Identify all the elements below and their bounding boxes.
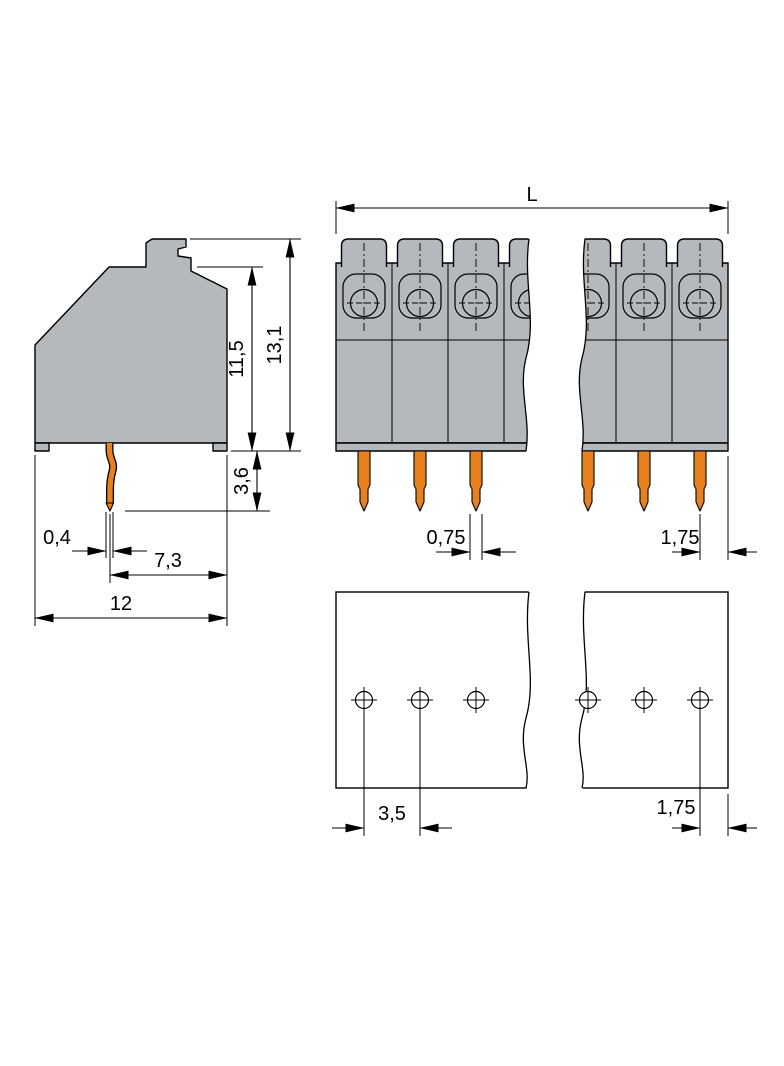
break-line xyxy=(578,238,587,452)
dim-label-total-length: L xyxy=(526,184,537,206)
break-line xyxy=(522,591,531,789)
mounting-hole xyxy=(351,687,377,713)
dim-label-total-height: 13,1 xyxy=(264,326,286,365)
terminal-body-side xyxy=(34,238,228,444)
dim-label-depth: 12 xyxy=(110,593,132,615)
solder-pin xyxy=(357,450,371,512)
side-view: 12 7,3 0,4 11,5 13,1 3,6 xyxy=(34,238,301,626)
break-line xyxy=(578,591,587,789)
mounting-hole xyxy=(575,687,601,713)
position-cap xyxy=(452,238,500,267)
solder-pin-side xyxy=(106,443,116,503)
solder-pin-tip xyxy=(105,502,115,512)
break-gap xyxy=(523,588,587,792)
solder-pin xyxy=(413,450,427,512)
position-cap xyxy=(620,238,668,267)
solder-pin xyxy=(637,450,651,512)
position-cap xyxy=(396,238,444,267)
terminal-position xyxy=(615,238,668,443)
break-gap xyxy=(523,236,587,534)
front-view: L 0,75 1,75 xyxy=(335,184,757,560)
mounting-hole xyxy=(631,687,657,713)
terminal-position xyxy=(447,238,500,443)
break-line xyxy=(522,238,531,452)
terminal-position xyxy=(391,238,444,443)
dim-label-hole-to-edge: 1,75 xyxy=(657,797,696,819)
dim-label-pin-thickness: 0,4 xyxy=(43,527,71,549)
dim-label-pin-to-edge: 7,3 xyxy=(154,550,182,572)
dim-label-body-height: 11,5 xyxy=(226,340,248,377)
footprint-view: 3,5 1,75 xyxy=(332,588,757,836)
position-cap xyxy=(676,238,724,267)
solder-pin xyxy=(469,450,483,512)
dim-label-pin-to-end: 1,75 xyxy=(661,527,700,549)
mounting-hole xyxy=(463,687,489,713)
dim-label-pin-length: 3,6 xyxy=(231,467,253,495)
position-cap xyxy=(340,238,388,267)
terminal-position xyxy=(340,238,388,334)
solder-pin xyxy=(581,450,595,512)
terminal-position xyxy=(671,238,724,443)
dim-label-pitch: 3,5 xyxy=(378,803,406,825)
mounting-foot xyxy=(34,442,50,452)
solder-pin xyxy=(693,450,707,512)
dim-label-pin-width: 0,75 xyxy=(427,527,466,549)
mounting-foot xyxy=(212,442,228,452)
